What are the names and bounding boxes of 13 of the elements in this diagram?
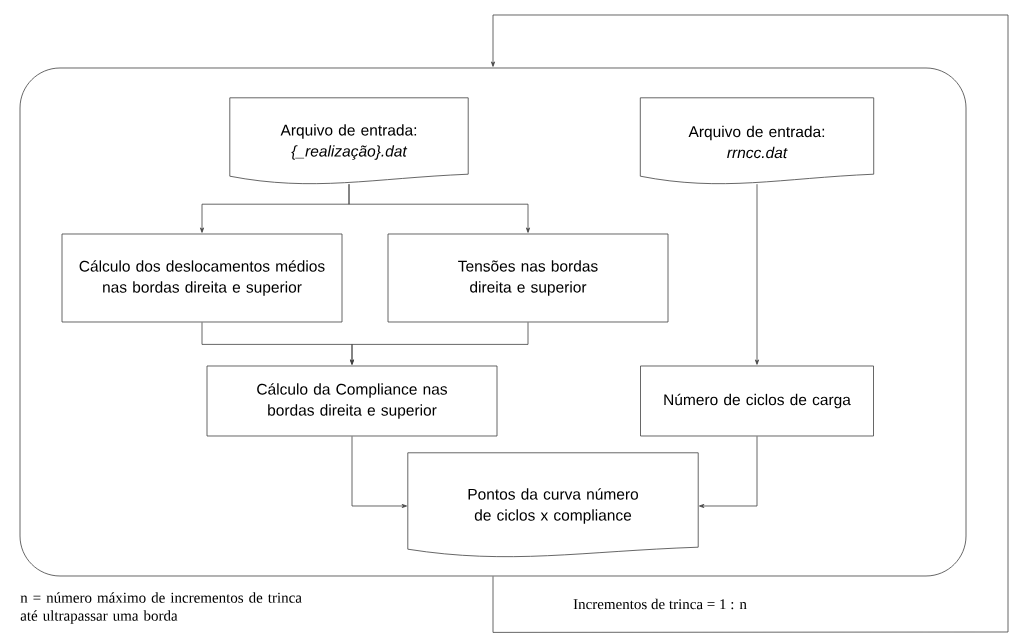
process-box: Número de ciclos de carga — [640, 365, 874, 437]
process-box: Cálculo dos deslocamentos médios nas bordas direita e superior — [61, 233, 343, 323]
arrow — [348, 183, 530, 233]
arrow — [350, 322, 529, 365]
arrow — [351, 436, 407, 508]
note-text: n = número máximo de incrementos de trinca até ultrapassar uma borda — [20, 592, 302, 624]
arrow — [699, 436, 758, 508]
process-box: Cálculo da Compliance nas bordas direita e superior — [206, 365, 498, 437]
arrow — [755, 183, 759, 365]
arrow — [491, 14, 1009, 633]
process-box: Tensões nas bordas direita e superior — [387, 233, 669, 323]
edge-label: Incrementos de trinca = 1 : n — [573, 598, 747, 610]
rounded-frame — [19, 67, 967, 577]
